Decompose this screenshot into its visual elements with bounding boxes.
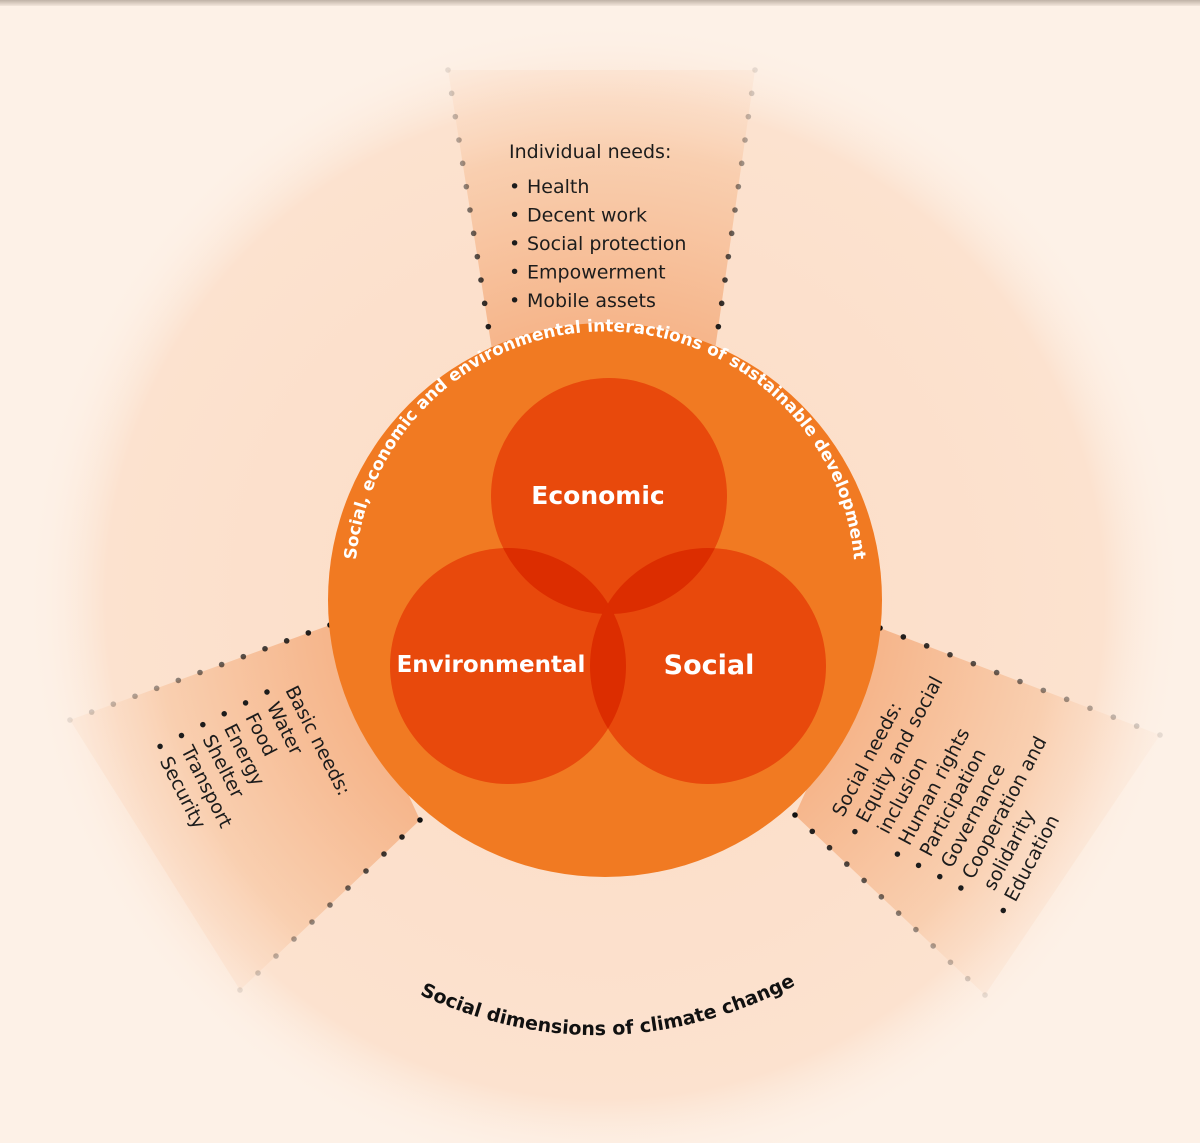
border-dot — [445, 67, 451, 73]
border-dot — [725, 253, 732, 260]
border-dot — [381, 851, 387, 857]
border-dot — [88, 709, 95, 715]
individual-needs-list: Individual needs: • Health • Decent work • So… — [509, 141, 686, 312]
border-dot — [478, 277, 484, 283]
border-dot — [947, 651, 953, 658]
border-dot — [735, 183, 742, 190]
venn-diagram — [390, 378, 826, 784]
border-dot — [718, 300, 725, 307]
border-dot — [732, 207, 738, 213]
dotted-sector-borders — [67, 67, 1163, 998]
individual-needs-bullet-icon: • — [509, 290, 520, 312]
border-dot — [993, 669, 1000, 676]
border-dot — [305, 630, 312, 636]
border-dot — [809, 828, 816, 835]
border-dot — [964, 975, 971, 982]
border-dot — [722, 277, 728, 283]
border-dot — [463, 183, 470, 190]
border-dot — [982, 992, 988, 998]
border-dot — [1040, 687, 1047, 694]
individual-needs-item: Empowerment — [527, 262, 666, 284]
border-dot — [742, 137, 748, 143]
sector-social-needs — [795, 628, 1160, 995]
border-dot — [728, 230, 735, 237]
border-dot — [878, 894, 885, 900]
border-dot — [748, 90, 755, 97]
top-edge-shadow — [0, 0, 1200, 6]
sector-basic-needs — [70, 625, 420, 990]
border-dot — [900, 634, 907, 640]
individual-needs-item: Health — [527, 176, 589, 198]
border-dot — [844, 861, 850, 867]
border-dot — [745, 113, 752, 120]
border-dot — [895, 910, 902, 916]
individual-needs-bullet-icon: • — [509, 176, 520, 198]
border-dot — [1110, 714, 1117, 720]
border-dot — [459, 160, 466, 167]
individual-needs-bullet-icon: • — [509, 233, 520, 255]
border-dot — [262, 645, 268, 652]
border-dot — [452, 113, 459, 120]
border-dot — [175, 677, 182, 684]
venn-circle-environmental — [390, 548, 626, 784]
border-dot — [110, 701, 117, 707]
border-dot — [485, 323, 492, 330]
label-social: Social — [664, 650, 755, 681]
border-dot — [826, 844, 833, 851]
individual-needs-item: Decent work — [527, 205, 647, 227]
individual-needs-bullet-icon: • — [509, 205, 520, 227]
border-dot — [448, 90, 455, 97]
border-dot — [481, 300, 488, 307]
border-dot — [273, 953, 279, 959]
border-dot — [738, 160, 745, 167]
border-dot — [1157, 732, 1163, 738]
border-dot — [240, 653, 247, 660]
border-dot — [1017, 678, 1023, 685]
border-dot — [930, 943, 936, 949]
border-dot — [467, 207, 473, 213]
border-dot — [327, 902, 333, 908]
border-dot — [923, 643, 930, 649]
individual-needs-item: Mobile assets — [527, 290, 656, 312]
border-dot — [792, 812, 798, 818]
label-environmental: Environmental — [397, 652, 586, 678]
border-dot — [218, 661, 225, 668]
border-dot — [197, 669, 203, 676]
border-dot — [752, 67, 758, 73]
border-dot — [67, 717, 73, 723]
border-dot — [470, 230, 477, 237]
individual-needs-bullet-icon: • — [509, 262, 520, 284]
border-dot — [237, 987, 243, 993]
border-dot — [970, 660, 977, 667]
individual-needs-item: Social protection — [527, 233, 686, 255]
border-dot — [255, 970, 261, 976]
border-dot — [861, 877, 867, 884]
border-dot — [456, 137, 462, 143]
border-dot — [291, 936, 297, 942]
border-dot — [309, 919, 315, 925]
border-dot — [1133, 723, 1140, 729]
overlap-economic-social — [590, 548, 727, 614]
individual-needs-heading: Individual needs: — [509, 141, 671, 163]
border-dot — [417, 817, 423, 823]
border-dot — [153, 685, 160, 692]
border-dot — [345, 885, 351, 891]
border-dot — [474, 253, 481, 260]
border-dot — [1063, 696, 1070, 703]
border-dot — [283, 638, 290, 644]
border-dot — [715, 323, 722, 330]
sector-individual-needs — [448, 70, 755, 350]
label-economic: Economic — [531, 481, 664, 510]
border-dot — [913, 926, 919, 933]
border-dot — [399, 834, 405, 840]
border-dot — [947, 959, 954, 966]
border-dot — [363, 868, 369, 874]
border-dot — [132, 693, 138, 700]
border-dot — [1087, 705, 1093, 712]
